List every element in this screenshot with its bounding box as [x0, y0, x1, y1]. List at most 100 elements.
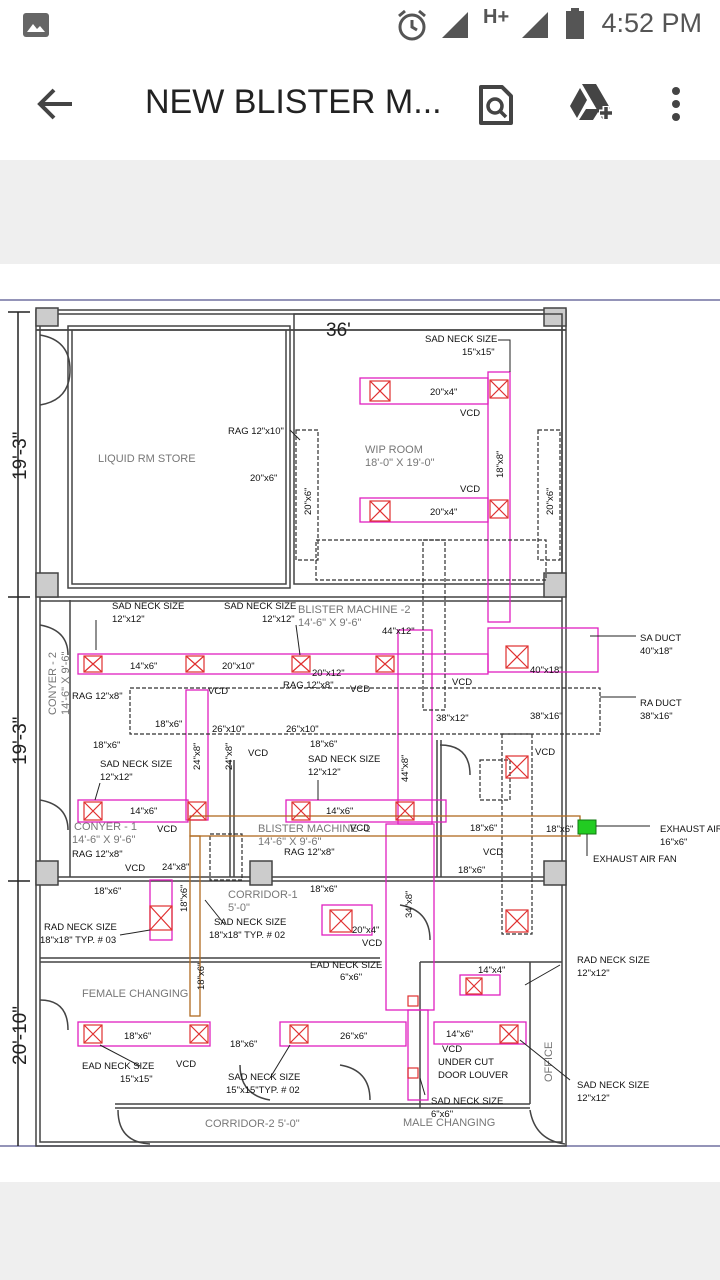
room-wip: WIP ROOM	[365, 444, 423, 456]
image-notification-icon	[23, 13, 49, 37]
label-undercut: UNDER CUT	[438, 1057, 494, 1068]
room-liquid-store: LIQUID RM STORE	[98, 453, 196, 465]
room-male-changing: MALE CHANGING	[403, 1117, 495, 1129]
label-sad-neck-12-a: SAD NECK SIZE	[112, 601, 184, 612]
label-20x6-v2: 20"x6"	[545, 488, 556, 515]
label-18x6-g: 18"x6"	[94, 886, 121, 897]
label-vcd-6: VCD	[248, 748, 268, 759]
label-ead-neck-6-size: 6"x6"	[340, 972, 362, 983]
label-sad-neck-12-e-size: 12"x12"	[577, 1093, 610, 1104]
room-conyer-1-size: 14'-6" X 9'-6"	[72, 834, 135, 846]
label-38x16: 38"x16"	[530, 711, 563, 722]
room-wip-size: 18'-0" X 19'-0"	[365, 457, 435, 469]
label-18x6-v: 18"x6"	[179, 885, 190, 912]
label-18x6-j: 18"x6"	[230, 1039, 257, 1050]
label-20x8: 20"x4"	[352, 925, 379, 936]
label-ead-neck-15: EAD NECK SIZE	[82, 1061, 154, 1072]
label-20x4-a: 20"x4"	[430, 387, 457, 398]
label-vcd-1: VCD	[460, 408, 480, 419]
label-rag-12x8-a: RAG 12"x8"	[72, 691, 123, 702]
label-door-louver: DOOR LOUVER	[438, 1070, 508, 1081]
label-vcd-9: VCD	[350, 823, 370, 834]
label-rag-12x10: RAG 12"x10"	[228, 426, 284, 437]
label-rag-12x8-d: RAG 12"x8"	[284, 847, 335, 858]
dim-19-3-top: 19'-3"	[10, 432, 31, 480]
label-18x6-a: 18"x6"	[155, 719, 182, 730]
network-type: H+	[483, 6, 510, 28]
label-14x4: 14"x4"	[478, 965, 505, 976]
clock: 4:52 PM	[601, 8, 702, 38]
label-vcd-8: VCD	[157, 824, 177, 835]
alarm-icon	[398, 9, 426, 41]
diffusers	[83, 379, 529, 1079]
add-to-drive-icon[interactable]	[568, 82, 616, 122]
status-bar: H+ 4:52 PM	[0, 0, 720, 50]
label-20x6-v1: 20"x6"	[303, 488, 314, 515]
label-20x12: 20"x12"	[312, 668, 345, 679]
document-title: NEW BLISTER M...	[145, 83, 442, 121]
room-corridor-1-size: 5'-0"	[228, 902, 250, 914]
label-sad-neck-12-d-size: 12"x12"	[308, 767, 341, 778]
label-sad-neck-15typ-size: 15"x15"TYP. # 02	[226, 1085, 300, 1096]
label-vcd-11: VCD	[125, 863, 145, 874]
label-20x10: 20"x10"	[222, 661, 255, 672]
left-dimension	[8, 311, 30, 1146]
label-sad-neck-12-d: SAD NECK SIZE	[308, 754, 380, 765]
label-rag-12x8-b: RAG 12"x8"	[283, 680, 334, 691]
label-sad-neck-6: SAD NECK SIZE	[431, 1096, 503, 1107]
pdf-page[interactable]: 19'-3" 19'-3" 20'-10" 36'	[0, 264, 720, 1182]
label-rad-neck-18: RAD NECK SIZE	[44, 922, 117, 933]
label-14x6-c: 14"x6"	[326, 806, 353, 817]
label-14x6-d: 14"x6"	[446, 1029, 473, 1040]
battery-icon	[566, 8, 584, 39]
label-sad-neck-12-c: SAD NECK SIZE	[100, 759, 172, 770]
label-vcd-12: VCD	[362, 938, 382, 949]
label-sad-neck-15-size: 15"x15"	[462, 347, 495, 358]
label-18x6-c: 18"x6"	[310, 739, 337, 750]
room-conyer-1: CONYER - 1	[74, 821, 137, 833]
label-18x8-v: 18"x8"	[495, 451, 506, 478]
find-in-page-icon[interactable]	[478, 84, 514, 126]
return-ducts	[129, 429, 601, 935]
label-14x6-a: 14"x6"	[130, 661, 157, 672]
label-vcd-13: VCD	[442, 1044, 462, 1055]
label-sad-neck-12-b-size: 12"x12"	[262, 614, 295, 625]
label-ead-neck-15-size: 15"x15"	[120, 1074, 153, 1085]
label-vcd-14: VCD	[176, 1059, 196, 1070]
label-sad-neck-12-e: SAD NECK SIZE	[577, 1080, 649, 1091]
label-rad-neck-12-size: 12"x12"	[577, 968, 610, 979]
room-conyer-2: CONYER - 2	[47, 652, 59, 715]
label-sad-neck-15: SAD NECK SIZE	[425, 334, 497, 345]
label-26x10-b: 26"x10"	[286, 724, 319, 735]
label-18x6-d: 18"x6"	[470, 823, 497, 834]
viewer-background-bottom	[0, 1182, 720, 1280]
label-40x18: 40"x18"	[530, 665, 563, 676]
label-exhaust-air-size: 16"x6"	[660, 837, 687, 848]
room-blister-2-size: 14'-6" X 9'-6"	[298, 617, 361, 629]
label-18x6-v2: 18"x6"	[196, 963, 207, 990]
label-vcd-10: VCD	[483, 847, 503, 858]
viewer-background-top	[0, 160, 720, 264]
label-38x12: 38"x12"	[436, 713, 469, 724]
label-sad-neck-18-size: 18"x18" TYP. # 02	[209, 930, 285, 941]
leader-lines	[94, 339, 650, 1096]
label-26x6: 26"x6"	[340, 1031, 367, 1042]
label-44x8-v: 44"x8"	[400, 755, 411, 782]
label-sad-neck-15typ: SAD NECK SIZE	[228, 1072, 300, 1083]
label-ead-neck-6: EAD NECK SIZE	[310, 960, 382, 971]
room-conyer-2-size: 14'-6" X 9'-6"	[60, 652, 72, 715]
label-18x6-e: 18"x6"	[546, 824, 573, 835]
building-walls	[35, 307, 567, 1147]
label-24x8-v: 24"x8"	[224, 743, 235, 770]
room-blister-1: BLISTER MACHINE -1	[258, 823, 370, 835]
label-34x8-v: 34"x8"	[404, 891, 415, 918]
back-arrow-icon[interactable]	[36, 86, 76, 122]
dim-20-10: 20'-10"	[10, 1006, 31, 1065]
label-20x6-a: 20"x6"	[250, 473, 277, 484]
label-24x8: 24"x8"	[162, 862, 189, 873]
label-ra-duct: RA DUCT	[640, 698, 682, 709]
label-rad-neck-12: RAD NECK SIZE	[577, 955, 650, 966]
label-vcd-4: VCD	[350, 684, 370, 695]
room-female-changing: FEMALE CHANGING	[82, 988, 188, 1000]
more-options-icon[interactable]	[670, 86, 682, 122]
